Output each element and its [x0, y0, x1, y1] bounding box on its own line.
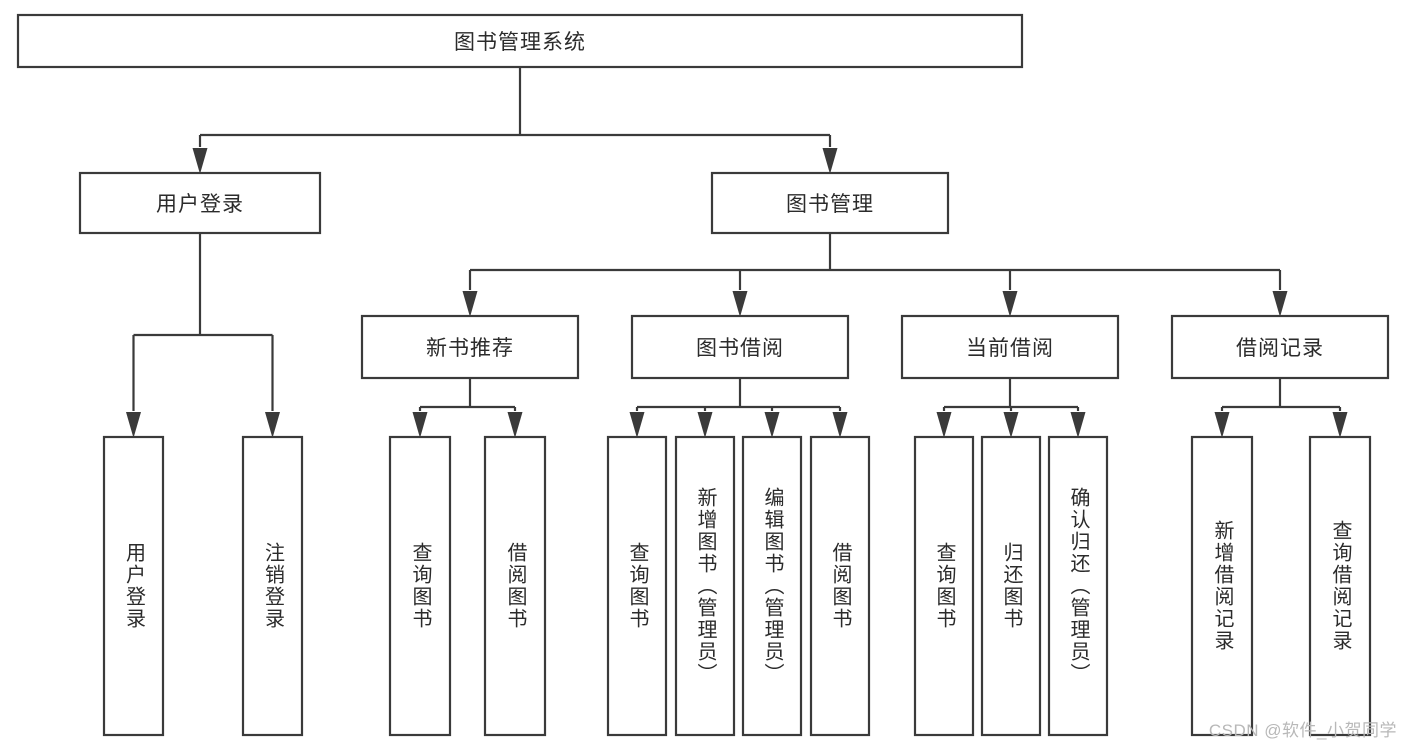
node-box-leaf_record_query[interactable]	[1308, 435, 1372, 737]
arrow-head-leaf_record_query	[1332, 412, 1348, 438]
arrow-head-leaf_current_confirm	[1070, 412, 1086, 438]
node-box-leaf_current_return[interactable]	[980, 435, 1042, 737]
arrow-head-l1_user	[192, 148, 208, 174]
node-box-leaf_current_confirm[interactable]	[1047, 435, 1109, 737]
node-box-leaf_borrow_edit[interactable]	[741, 435, 803, 737]
arrow-head-l2_current	[1002, 291, 1018, 317]
arrow-head-leaf_current_query	[936, 412, 952, 438]
edges-layer	[126, 67, 1348, 438]
arrow-head-leaf_record_add	[1214, 412, 1230, 438]
node-box-leaf_record_add[interactable]	[1190, 435, 1254, 737]
arrow-head-l2_borrow	[732, 291, 748, 317]
node-box-leaf_user_login[interactable]	[102, 435, 165, 737]
node-box-l2_record[interactable]	[1170, 314, 1390, 380]
arrow-head-leaf_borrow_edit	[764, 412, 780, 438]
node-box-root[interactable]	[16, 13, 1024, 69]
arrow-head-leaf_borrow_add	[697, 412, 713, 438]
node-box-leaf_new_borrow[interactable]	[483, 435, 547, 737]
node-box-leaf_borrow_query[interactable]	[606, 435, 668, 737]
arrow-head-leaf_user_login	[126, 412, 141, 438]
arrow-head-l2_record	[1272, 291, 1288, 317]
node-box-l2_borrow[interactable]	[630, 314, 850, 380]
node-box-l2_current[interactable]	[900, 314, 1120, 380]
arrow-head-leaf_current_return	[1003, 412, 1019, 438]
node-box-l1_book[interactable]	[710, 171, 950, 235]
node-box-l1_user[interactable]	[78, 171, 322, 235]
node-box-leaf_user_logout[interactable]	[241, 435, 304, 737]
node-box-leaf_new_query[interactable]	[388, 435, 452, 737]
node-box-l2_new[interactable]	[360, 314, 580, 380]
arrow-head-l1_book	[822, 148, 838, 174]
boxes-layer	[16, 13, 1390, 737]
node-box-leaf_borrow_add[interactable]	[674, 435, 736, 737]
node-box-leaf_current_query[interactable]	[913, 435, 975, 737]
arrow-head-leaf_user_logout	[265, 412, 280, 438]
arrow-head-leaf_new_borrow	[507, 412, 523, 438]
node-box-leaf_borrow_lend[interactable]	[809, 435, 871, 737]
arrow-head-leaf_borrow_query	[629, 412, 645, 438]
arrow-head-l2_new	[462, 291, 478, 317]
arrow-head-leaf_new_query	[412, 412, 428, 438]
arrow-head-leaf_borrow_lend	[832, 412, 848, 438]
